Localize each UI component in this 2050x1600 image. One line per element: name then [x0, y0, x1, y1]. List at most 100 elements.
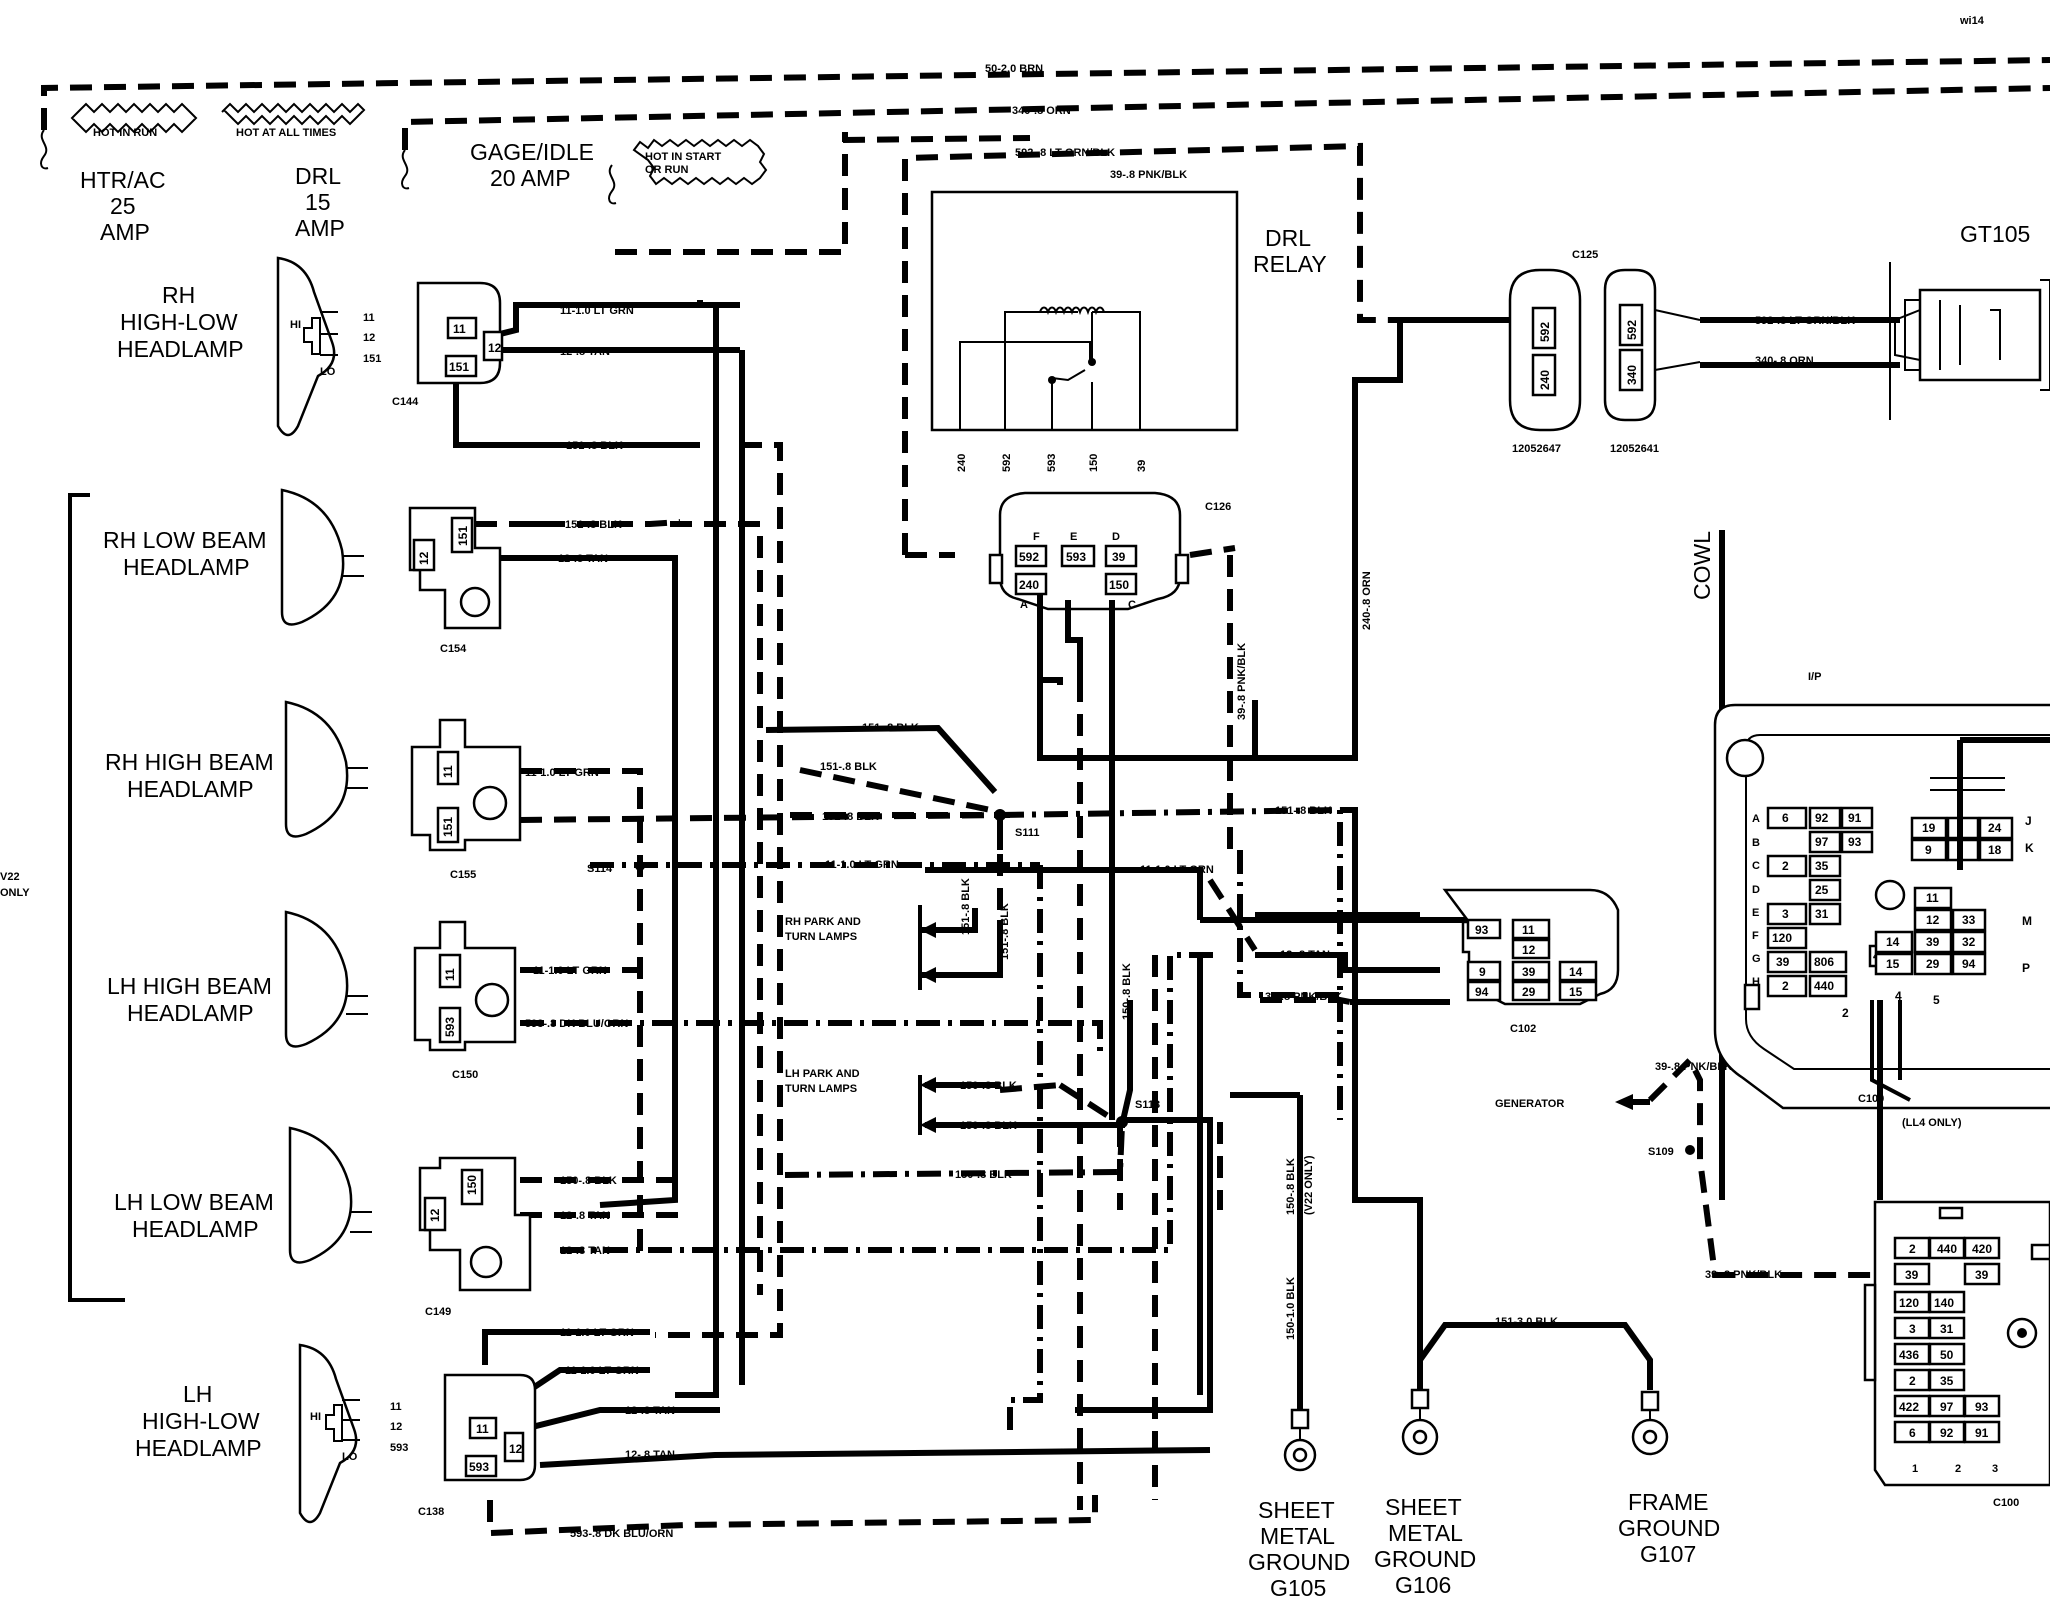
c102-pin-93: 93	[1475, 923, 1489, 937]
wire-label-39-top: 39-.8 PNK/BLK	[1110, 169, 1187, 181]
c126-letter-a: A	[1020, 599, 1028, 611]
c100l-422: 422	[1899, 1400, 1919, 1414]
c126-label: C126	[1205, 501, 1231, 513]
c126-pin-150: 150	[1109, 578, 1129, 592]
c100l-39a: 39	[1905, 1268, 1919, 1282]
c125-pin-340: 340	[1625, 365, 1639, 385]
c100l-35: 35	[1940, 1374, 1954, 1388]
rh-park-label-1: RH PARK AND	[785, 916, 861, 928]
c126-pin-592: 592	[1019, 550, 1039, 564]
label-12-c149a: 12-.8 TAN	[560, 1210, 610, 1222]
lh-low-label-2: HEADLAMP	[132, 1216, 259, 1242]
gage-fuse-symbol	[608, 164, 617, 205]
label-12-c144: 12-.8 TAN	[560, 346, 610, 358]
c102-pin-39: 39	[1522, 965, 1536, 979]
c100-cell-39b: 39	[1926, 935, 1940, 949]
c144-pin-11: 11	[453, 322, 466, 336]
drl-relay: DRL RELAY 240 592 593 150 39 592-.8 LT G…	[902, 142, 1560, 558]
c100-ip-label: C100	[1858, 1093, 1884, 1105]
c102-label: C102	[1510, 1023, 1536, 1035]
g106-label-4: G106	[1395, 1572, 1451, 1598]
c150-pin-593: 593	[443, 1017, 457, 1037]
c100-cell-31: 31	[1815, 907, 1829, 921]
c100l-91: 91	[1975, 1426, 1989, 1440]
c100-cell-3: 3	[1782, 907, 1789, 921]
splice-s114	[635, 861, 645, 871]
c144-pin-12: 12	[488, 341, 502, 355]
relay-terminal-592: 592	[1001, 454, 1013, 472]
label-151-vert-a: 151-.8 BLK	[960, 878, 972, 935]
relay-terminal-150: 150	[1088, 454, 1100, 472]
label-12-right: 12-.8 TAN	[1280, 949, 1330, 961]
label-39-right: 39-.8 PNK/BLK	[1265, 991, 1342, 1003]
c100-cell-18: 18	[1988, 843, 2002, 857]
wire-labels: 11-1.0 LT GRN 12-.8 TAN 151-.8 BLK 151-.…	[525, 305, 1855, 1540]
wire-label-592-top: 592-.8 LT GRN/BLK	[1015, 147, 1115, 159]
c100-cell-24: 24	[1988, 821, 2002, 835]
s111-label: S111	[1015, 827, 1039, 839]
label-151-c144: 151-.8 BLK	[566, 440, 623, 452]
c150-label: C150	[452, 1069, 478, 1081]
c100-cell-25: 25	[1815, 883, 1829, 897]
label-12-c138b: 12-.8 TAN	[625, 1449, 675, 1461]
label-12-c149b: 12-.8 TAN	[560, 1245, 610, 1257]
c100l-39b: 39	[1975, 1268, 1989, 1282]
v22-bracket	[68, 493, 125, 1302]
c100l-50: 50	[1940, 1348, 1954, 1362]
rh-high-label-2: HEADLAMP	[127, 776, 254, 802]
cowl-label: COWL	[1689, 531, 1715, 600]
c100-cell-2c: 2	[1842, 1006, 1849, 1020]
g105-label-1: SHEET	[1258, 1497, 1335, 1523]
rh-hl-pin-151: 151	[363, 353, 381, 365]
label-593-bottom: 593-.8 DK BLU/ORN	[570, 1528, 673, 1540]
c149-pin-12: 12	[428, 1208, 442, 1222]
connector-c126: 592 593 39 240 150 F E D A C C126	[988, 491, 1231, 611]
c138-label: C138	[418, 1506, 444, 1518]
c100-cell-93: 93	[1848, 835, 1862, 849]
rh-hl-label-2: HIGH-LOW	[120, 309, 238, 335]
label-151-c154: 151-.8 BLK	[565, 519, 622, 531]
label-39-vertical: 39-.8 PNK/BLK	[1236, 643, 1248, 720]
lh-high-label-2: HEADLAMP	[127, 1000, 254, 1026]
c154-pin-12: 12	[417, 551, 431, 565]
c100l-3: 3	[1909, 1322, 1916, 1336]
c100l-92: 92	[1940, 1426, 1954, 1440]
label-150-ground: 150-1.0 BLK	[1285, 1277, 1297, 1340]
connector-c102: 93 11 12 9 39 14 94 29 15 C102	[1442, 888, 1620, 1035]
g106-label-3: GROUND	[1374, 1546, 1476, 1572]
label-151-s111: 151-.8 BLK	[822, 811, 879, 823]
c100l-num-2: 2	[1955, 1463, 1961, 1475]
wire-label-50-brn: 50-2.0 BRN	[985, 63, 1043, 75]
c100-cell-39: 39	[1776, 955, 1790, 969]
hot-in-start-or-run-burst: HOT IN START OR RUN	[632, 138, 768, 186]
lh-park-arrows	[920, 1077, 936, 1133]
label-150-lh-a: 150-.8 BLK	[960, 1080, 1017, 1092]
c100-cell-14: 14	[1886, 935, 1900, 949]
c155-pin-151: 151	[441, 817, 455, 837]
c100l-93: 93	[1975, 1400, 1989, 1414]
c102-pin-12: 12	[1522, 943, 1536, 957]
label-11-c155: 11-1.0 LT GRN	[525, 767, 599, 779]
ll4-only-label: (LL4 ONLY)	[1902, 1117, 1962, 1129]
s109-label: S109	[1648, 1146, 1674, 1158]
c100-cell-2: 2	[1782, 859, 1789, 873]
label-150-lh: 150-.8 BLK	[955, 1169, 1012, 1181]
part-12052647: 12052647	[1512, 443, 1561, 455]
label-12-c154: 12-.8 TAN	[558, 553, 608, 565]
c100-row-b: B	[1752, 837, 1760, 849]
drl-fuse-label-3: AMP	[295, 215, 345, 241]
c100-cell-35: 35	[1815, 859, 1829, 873]
rh-low-label-2: HEADLAMP	[123, 554, 250, 580]
g107-label-3: G107	[1640, 1541, 1696, 1567]
c100-cell-15: 15	[1886, 957, 1900, 971]
c126-pin-39: 39	[1112, 550, 1126, 564]
generator-arrow	[1615, 1094, 1633, 1110]
c100-side-j: J	[2025, 814, 2032, 828]
gt105-component: GT105	[1889, 221, 2050, 420]
hot-at-all-times-burst: HOT AT ALL TIMES	[221, 102, 366, 139]
c100-cell-6: 6	[1782, 811, 1789, 825]
c102-pin-94: 94	[1475, 985, 1489, 999]
c102-pin-29: 29	[1522, 985, 1536, 999]
c100-cell-440: 440	[1814, 979, 1834, 993]
